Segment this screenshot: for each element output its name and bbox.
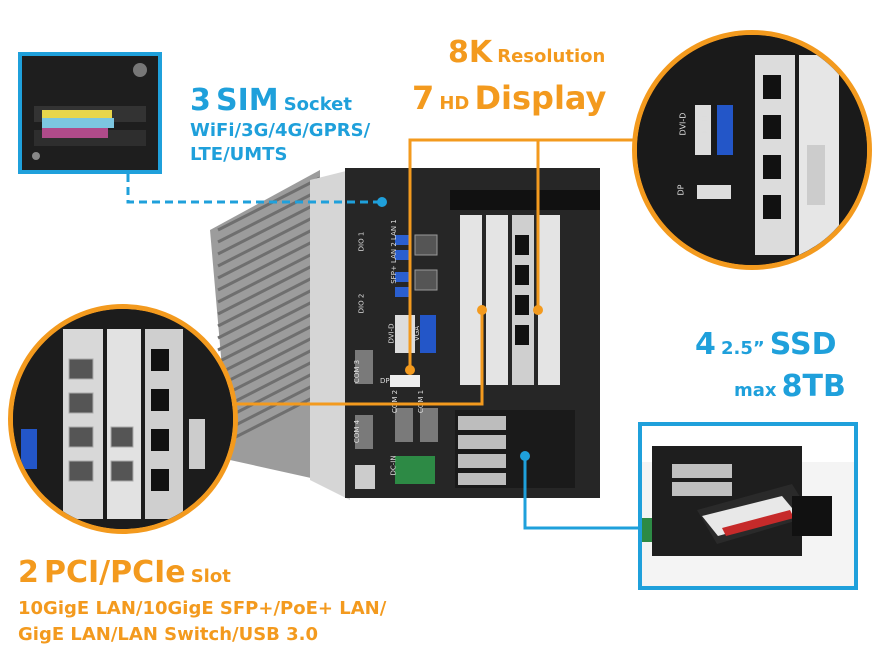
display-hd: HD: [439, 93, 470, 114]
display-inset-image: [632, 30, 872, 270]
ssd-label: SSD: [769, 327, 837, 362]
ssd-size: 2.5”: [720, 338, 765, 359]
sim-connector: [126, 174, 387, 207]
port-label-dc-in: DC-IN: [389, 455, 398, 476]
display-res-label: Resolution: [497, 46, 606, 67]
pcie-line2: GigE LAN/LAN Switch/USB 3.0: [18, 624, 319, 645]
ssd-max-label: max: [734, 380, 777, 401]
zoom-dvi-d-label: DVI-D: [678, 112, 688, 136]
pcie-inset-image: [8, 304, 238, 534]
sim-suffix: Socket: [283, 94, 352, 115]
pcie-suffix: Slot: [190, 566, 231, 587]
pcie-line1: 10GigE LAN/10GigE SFP+/PoE+ LAN/: [18, 598, 387, 619]
display-count: 7: [412, 79, 435, 117]
display-res-num: 8K: [448, 35, 493, 70]
port-label-dio1: DIO 1: [357, 231, 366, 252]
sim-line1: WiFi/3G/4G/GPRS/: [190, 120, 371, 141]
ssd-connector: [520, 451, 641, 530]
port-label-lan: SFP+ LAN 2 LAN 1: [389, 219, 398, 284]
pcie-connector: [232, 305, 487, 406]
sim-title: SIM: [215, 83, 279, 118]
port-label-com4: COM 4: [353, 419, 362, 444]
ssd-count: 4: [695, 327, 716, 362]
pcie-title: PCI/PCIe: [43, 555, 186, 590]
sim-line2: LTE/UMTS: [190, 144, 288, 165]
display-connector: [405, 138, 650, 375]
zoom-dp-label: DP: [676, 184, 686, 196]
sim-count: 3: [190, 83, 211, 118]
display-label: Display: [474, 79, 607, 117]
pcie-title-num: 2: [18, 555, 39, 590]
zoom-dvi-i-label: DVI-I: [700, 114, 710, 134]
port-label-dp: DP: [380, 377, 390, 385]
ssd-inset-image: [638, 422, 858, 590]
sim-inset-image: [18, 52, 162, 174]
ssd-max-value: 8TB: [781, 369, 846, 404]
